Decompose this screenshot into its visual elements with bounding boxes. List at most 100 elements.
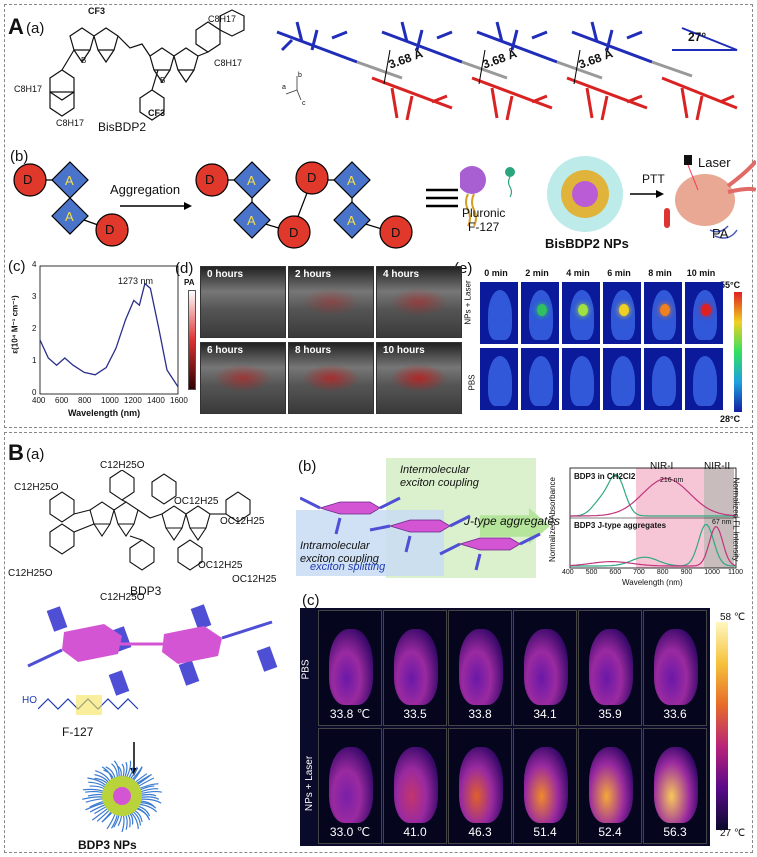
spec-b-xtick: 400 (562, 569, 574, 576)
therm-b-tile: 33.5 (383, 610, 447, 726)
pa-signal (213, 364, 273, 392)
panel-a-sub-a: (a) (26, 20, 45, 37)
therm-a-tile (685, 282, 723, 344)
spectrum-ytick: 2 (32, 324, 37, 333)
pa-image-tile: 0 hours (200, 266, 286, 338)
a-label-1: A (65, 173, 74, 188)
crystal-packing (276, 21, 738, 121)
temperature-label: 46.3 (468, 825, 492, 839)
temperature-label: 33.5 (403, 707, 427, 721)
sub-3: OC12H25 (174, 496, 219, 507)
temperature-label: 33.6 (663, 707, 687, 721)
pa-image-tile: 8 hours (288, 342, 374, 414)
spectrum-xlabel: Wavelength (nm) (68, 408, 141, 418)
sub-6: OC12H25 (198, 560, 243, 571)
temperature-label: 35.9 (598, 707, 622, 721)
temperature-label: 41.0 (403, 825, 427, 839)
pluronic-label: Pluronic F-127 (462, 206, 505, 234)
inter-text: Intermolecular exciton coupling (400, 464, 479, 489)
temperature-label: 52.4 (598, 825, 622, 839)
mouse-thermal-blob (459, 747, 503, 823)
pluronic-text: Pluronic F-127 (462, 206, 506, 234)
bdp3-nps-image (82, 760, 162, 833)
spec-b-xlabel: Wavelength (nm) (622, 578, 683, 587)
spectrum-xtick: 1600 (170, 396, 188, 405)
spec-b-xtick: 1000 (704, 569, 720, 576)
therm-b-tile: 51.4 (513, 728, 577, 844)
spec-b-xtick: 1100 (728, 569, 744, 576)
hotspot (660, 304, 670, 316)
hotspot (537, 304, 547, 316)
mouse-thermal-blob (329, 747, 373, 823)
axis-c: c (302, 100, 306, 107)
spec-b-xtick: 900 (680, 569, 693, 576)
pa-signal (301, 364, 361, 392)
mouse-silhouette (488, 290, 512, 340)
therm-a-time: 6 min (607, 268, 631, 278)
mouse-thermal-blob (329, 629, 373, 705)
a-label-4: A (247, 213, 256, 228)
nir1-label: NIR-I (650, 461, 674, 472)
spec-b-xtick: 500 (585, 569, 598, 576)
temperature-label: 33.8 (468, 707, 492, 721)
c8h17-3: C8H17 (208, 14, 237, 24)
spec-b-xtick: 800 (656, 569, 669, 576)
spec-b-ylabel-right: Normalized FL Intensity (731, 477, 741, 562)
therm-b-tile: 33.0 ℃ (318, 728, 382, 844)
mouse-silhouette (488, 356, 512, 406)
panel-a-sub-b: (b) (10, 148, 29, 165)
absorption-spectrum (39, 265, 179, 395)
therm-b-row-2: NPs + Laser (304, 755, 316, 812)
hotspot (619, 304, 629, 316)
therm-a-tile (521, 348, 559, 410)
inter-label: Intermolecular exciton coupling (400, 464, 479, 490)
bdp3-aggregate-model (27, 604, 278, 825)
pa-image-tile: 4 hours (376, 266, 462, 338)
hotspot (578, 304, 588, 316)
panel-b-sub-c: (c) (302, 592, 320, 609)
aggregation-label: Aggregation (110, 182, 181, 197)
therm-a-time: 2 min (525, 268, 549, 278)
therm-b-tile: 52.4 (578, 728, 642, 844)
pa-time-label: 10 hours (383, 345, 425, 356)
f127-chain-icon (38, 695, 139, 715)
f127-label: F-127 (62, 725, 94, 739)
temperature-label: 33.0 ℃ (329, 825, 371, 839)
a-label-2: A (65, 209, 74, 224)
sub-2: C12H25O (14, 482, 59, 493)
axis-a: a (282, 84, 286, 91)
stacked-molecules (300, 496, 541, 571)
pa-image-tile: 6 hours (200, 342, 286, 414)
jtype-label: J-type aggregates (464, 514, 561, 528)
therm-a-tile (562, 282, 600, 344)
therm-a-time: 10 min (686, 268, 716, 278)
mouse-thermal-blob (459, 629, 503, 705)
d-label-4: D (289, 225, 299, 240)
intra-label: Intramolecular exciton coupling (300, 540, 379, 566)
spectrum-ytick: 1 (32, 356, 37, 365)
spectrum-xtick: 1200 (124, 396, 142, 405)
f127-ho: HO (22, 695, 37, 706)
spectrum-xtick: 1400 (147, 396, 165, 405)
mouse-thermal-blob (394, 629, 438, 705)
bdp3-nps-label: BDP3 NPs (78, 838, 137, 852)
bisbdp2-structure (49, 9, 245, 121)
ptt-label: PTT (642, 172, 665, 186)
c8h17-1: C8H17 (14, 84, 43, 94)
pa-scale-bar (188, 290, 196, 390)
spectrum-ytick: 0 (32, 388, 37, 397)
therm-a-tile (603, 282, 641, 344)
therm-a-time: 0 min (484, 268, 508, 278)
bdp3-structure (49, 470, 251, 571)
mouse-thermal-blob (654, 629, 698, 705)
spectrum-xtick: 600 (55, 396, 69, 405)
therm-a-max: 55°C (720, 280, 741, 290)
top-spectrum-label: BDP3 in CH2Cl2 (574, 472, 636, 481)
mouse-thermal-blob (589, 629, 633, 705)
shift1-label: 216 nm (660, 477, 684, 484)
therm-a-tile (644, 282, 682, 344)
therm-a-time: 8 min (648, 268, 672, 278)
pa-time-label: 4 hours (383, 269, 420, 280)
panel-a-sub-c: (c) (8, 258, 26, 275)
mouse-silhouette (611, 356, 635, 406)
